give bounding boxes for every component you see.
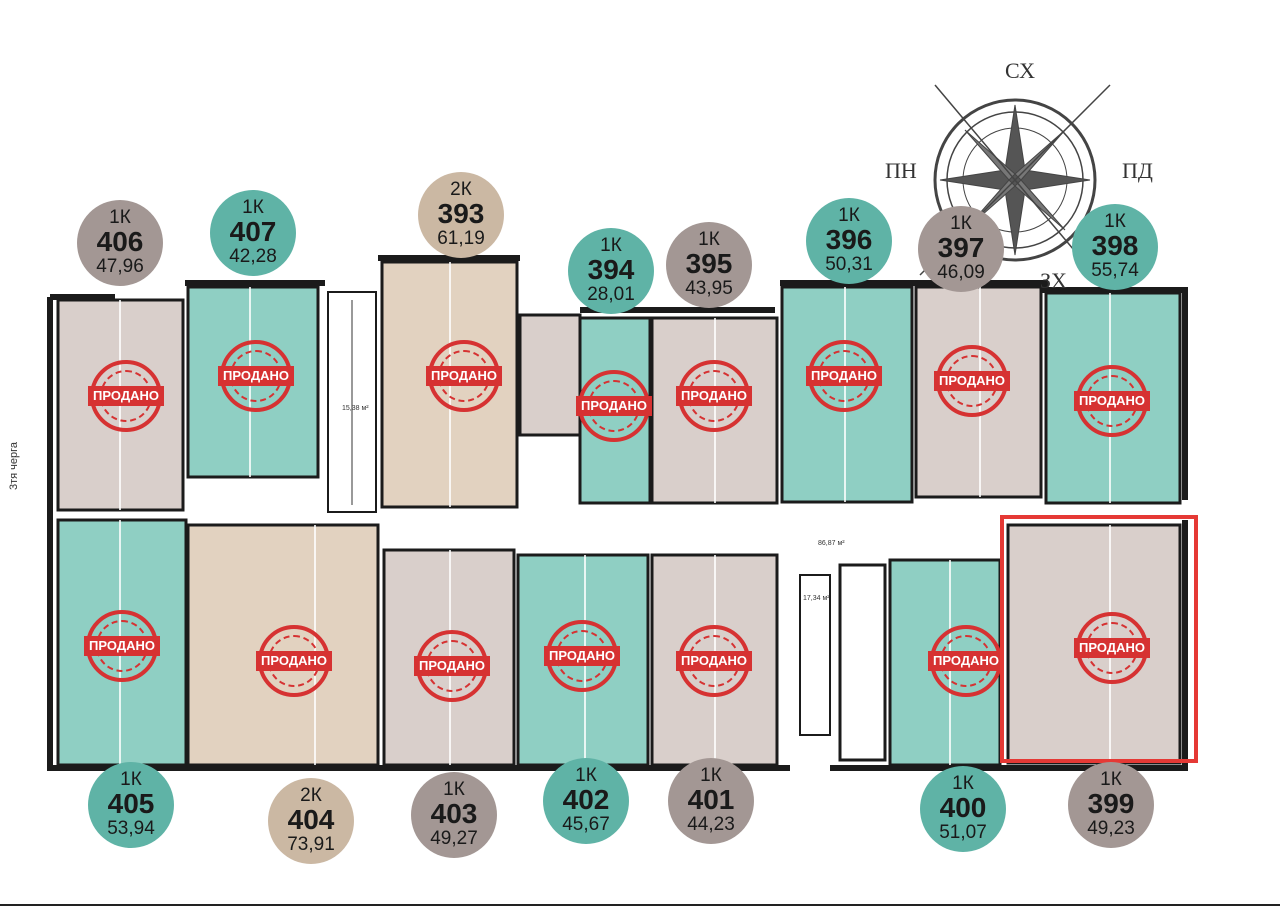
apartment-type: 1К bbox=[575, 765, 597, 786]
apartment-type: 1К bbox=[1104, 211, 1126, 232]
sold-stamp: ПРОДАНО bbox=[218, 340, 294, 412]
apartment-badge-401[interactable]: 1К 401 44,23 bbox=[668, 758, 754, 844]
apartment-badge-399[interactable]: 1К 399 49,23 bbox=[1068, 762, 1154, 848]
sold-stamp: ПРОДАНО bbox=[88, 360, 164, 432]
apartment-area: 50,31 bbox=[825, 254, 873, 275]
apartment-area: 55,74 bbox=[1091, 260, 1139, 281]
apartment-number: 397 bbox=[937, 232, 985, 263]
apartment-area: 49,23 bbox=[1087, 818, 1135, 839]
apartment-badge-393[interactable]: 2К 393 61,19 bbox=[418, 172, 504, 258]
apartment-area: 53,94 bbox=[107, 818, 155, 839]
stair-area-label: 15,38 м² bbox=[342, 405, 369, 412]
apartment-number: 396 bbox=[825, 224, 873, 255]
bottom-divider bbox=[0, 904, 1280, 906]
sold-stamp: ПРОДАНО bbox=[676, 625, 752, 697]
sold-stamp: ПРОДАНО bbox=[676, 360, 752, 432]
selected-apartment-outline[interactable] bbox=[1000, 515, 1198, 763]
apartment-type: 2К bbox=[450, 179, 472, 200]
apartment-type: 1К bbox=[698, 229, 720, 250]
sold-stamp: ПРОДАНО bbox=[576, 370, 652, 442]
compass-south-label: ЗХ bbox=[1040, 268, 1067, 293]
apartment-number: 398 bbox=[1091, 230, 1139, 261]
apartment-area: 44,23 bbox=[687, 814, 735, 835]
apartment-number: 394 bbox=[587, 254, 635, 285]
corridor-area-label: 86,87 м² bbox=[818, 540, 845, 547]
apartment-badge-396[interactable]: 1К 396 50,31 bbox=[806, 198, 892, 284]
apartment-type: 2К bbox=[300, 785, 322, 806]
apartment-area: 61,19 bbox=[437, 228, 485, 249]
apartment-type: 1К bbox=[109, 207, 131, 228]
sold-stamp: ПРОДАНО bbox=[1074, 612, 1150, 684]
apartment-type: 1К bbox=[242, 197, 264, 218]
apartment-badge-394[interactable]: 1К 394 28,01 bbox=[568, 228, 654, 314]
apartment-badge-407[interactable]: 1К 407 42,28 bbox=[210, 190, 296, 276]
apartment-area: 28,01 bbox=[587, 284, 635, 305]
apartment-number: 399 bbox=[1087, 788, 1135, 819]
apartment-type: 1К bbox=[120, 769, 142, 790]
apartment-type: 1К bbox=[952, 773, 974, 794]
apartment-type: 1К bbox=[443, 779, 465, 800]
apartment-type: 1К bbox=[950, 213, 972, 234]
apartment-badge-398[interactable]: 1К 398 55,74 bbox=[1072, 204, 1158, 290]
lift-area-label: 17,34 м² bbox=[803, 595, 830, 602]
apartment-number: 404 bbox=[287, 804, 335, 835]
sold-stamp: ПРОДАНО bbox=[544, 620, 620, 692]
sold-stamp: ПРОДАНО bbox=[414, 630, 490, 702]
sold-stamp: ПРОДАНО bbox=[1074, 365, 1150, 437]
apartment-area: 47,96 bbox=[96, 256, 144, 277]
compass-east-label: ПД bbox=[1122, 158, 1153, 183]
apartment-badge-403[interactable]: 1К 403 49,27 bbox=[411, 772, 497, 858]
sold-stamp: ПРОДАНО bbox=[928, 625, 1004, 697]
apartment-number: 393 bbox=[437, 198, 485, 229]
apartment-badge-404[interactable]: 2К 404 73,91 bbox=[268, 778, 354, 864]
apartment-number: 402 bbox=[562, 784, 610, 815]
apartment-number: 395 bbox=[685, 248, 733, 279]
apartment-badge-405[interactable]: 1К 405 53,94 bbox=[88, 762, 174, 848]
compass-west-label: ПН bbox=[885, 158, 917, 183]
apartment-number: 403 bbox=[430, 798, 478, 829]
sold-stamp: ПРОДАНО bbox=[426, 340, 502, 412]
apartment-badge-397[interactable]: 1К 397 46,09 bbox=[918, 206, 1004, 292]
apartment-type: 1К bbox=[838, 205, 860, 226]
apartment-type: 1К bbox=[700, 765, 722, 786]
apartment-number: 400 bbox=[939, 792, 987, 823]
apartment-area: 51,07 bbox=[939, 822, 987, 843]
apartment-number: 407 bbox=[229, 216, 277, 247]
apartment-badge-395[interactable]: 1К 395 43,95 bbox=[666, 222, 752, 308]
apartment-area: 42,28 bbox=[229, 246, 277, 267]
sold-stamp: ПРОДАНО bbox=[84, 610, 160, 682]
apartment-number: 406 bbox=[96, 226, 144, 257]
apartment-number: 405 bbox=[107, 788, 155, 819]
apartment-area: 73,91 bbox=[287, 834, 335, 855]
sold-stamp: ПРОДАНО bbox=[256, 625, 332, 697]
apartment-type: 1К bbox=[600, 235, 622, 256]
apartment-badge-406[interactable]: 1К 406 47,96 bbox=[77, 200, 163, 286]
apartment-area: 46,09 bbox=[937, 262, 985, 283]
apartment-area: 45,67 bbox=[562, 814, 610, 835]
apartment-number: 401 bbox=[687, 784, 735, 815]
apartment-badge-402[interactable]: 1К 402 45,67 bbox=[543, 758, 629, 844]
apartment-area: 43,95 bbox=[685, 278, 733, 299]
compass-north-label: СХ bbox=[1005, 58, 1035, 83]
sold-stamp: ПРОДАНО bbox=[934, 345, 1010, 417]
apartment-area: 49,27 bbox=[430, 828, 478, 849]
apartment-badge-400[interactable]: 1К 400 51,07 bbox=[920, 766, 1006, 852]
apartment-type: 1К bbox=[1100, 769, 1122, 790]
sold-stamp: ПРОДАНО bbox=[806, 340, 882, 412]
side-label: 3тя черга bbox=[8, 441, 20, 490]
